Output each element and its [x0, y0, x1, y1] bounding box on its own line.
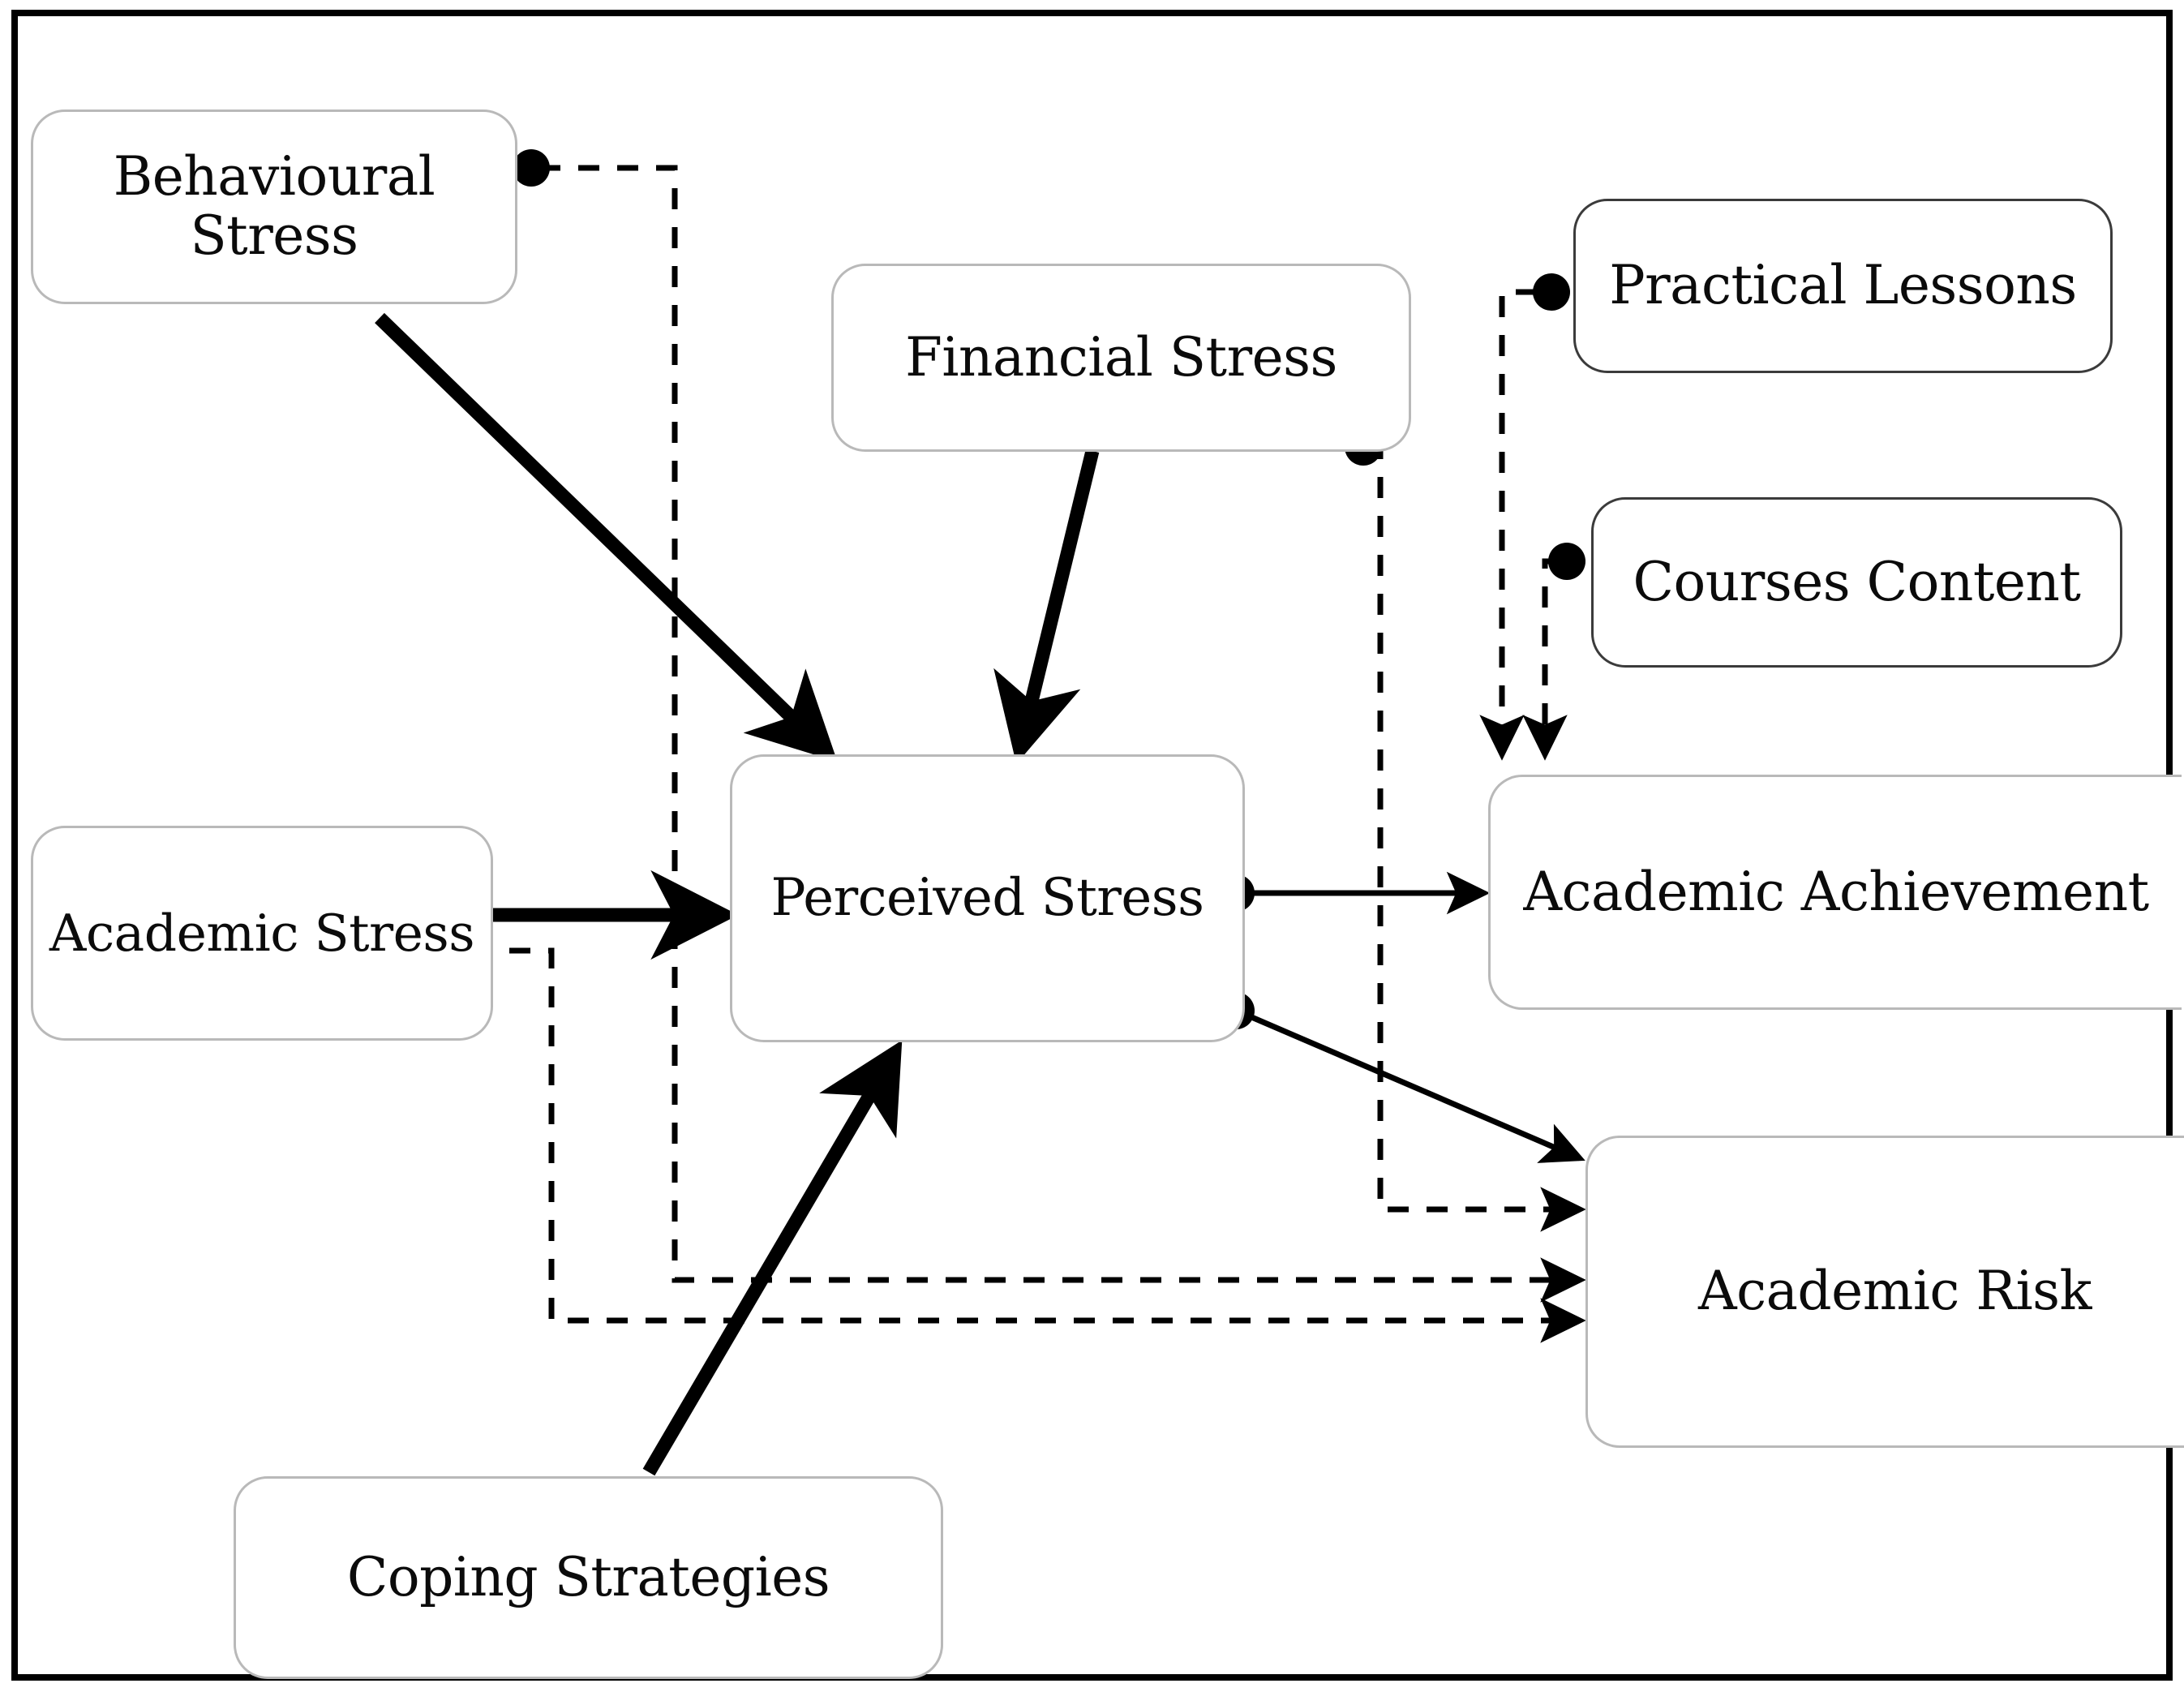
node-academic-stress[interactable]: Academic Stress [31, 826, 493, 1041]
node-label: Coping Strategies [346, 1545, 830, 1608]
source-dot [513, 149, 550, 187]
node-label: Practical Lessons [1609, 254, 2077, 317]
node-label: Academic Achievement [1523, 860, 2149, 923]
node-financial-stress[interactable]: Financial Stress [831, 264, 1411, 452]
node-label: Courses Content [1633, 550, 2081, 613]
node-behavioural-stress[interactable]: Behavioural Stress [31, 110, 517, 304]
edge-behavioural-to-risk [513, 149, 1586, 1303]
source-dot [1548, 543, 1585, 580]
edge-perceived-to-risk [1217, 992, 1585, 1163]
edge-practical-to-achievement [1479, 273, 1570, 761]
node-label: Behavioural Stress [113, 145, 436, 267]
node-academic-risk[interactable]: Academic Risk [1585, 1136, 2184, 1448]
node-courses-content[interactable]: Courses Content [1591, 497, 2122, 668]
edge-courses-to-achievement [1522, 543, 1585, 761]
edge-financial-to-perceived [993, 449, 1100, 764]
node-academic-achievement[interactable]: Academic Achievement [1488, 775, 2182, 1010]
node-practical-lessons[interactable]: Practical Lessons [1573, 199, 2113, 373]
edge-behavioural-to-perceived [375, 312, 838, 762]
node-perceived-stress[interactable]: Perceived Stress [730, 754, 1245, 1042]
source-dot [1533, 273, 1570, 311]
node-label: Academic Risk [1697, 1260, 2092, 1323]
node-label: Perceived Stress [770, 868, 1204, 929]
edge-perceived-to-achievement [1217, 871, 1491, 915]
node-label: Financial Stress [905, 325, 1337, 389]
node-label: Academic Stress [49, 903, 475, 963]
node-coping-strategies[interactable]: Coping Strategies [234, 1476, 943, 1679]
edge-coping-to-perceived [642, 1040, 903, 1476]
